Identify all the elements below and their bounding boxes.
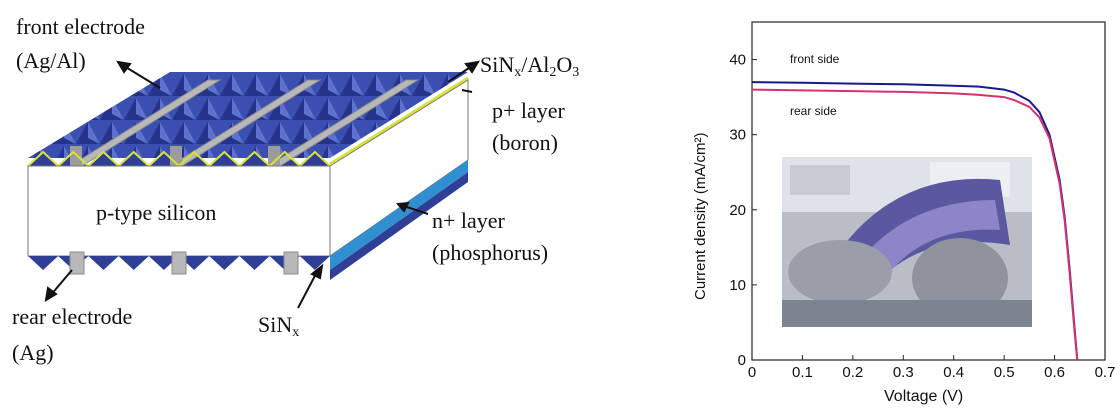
sinx-al2o3-part: O xyxy=(556,52,573,77)
sinx-al2o3-part: 3 xyxy=(572,65,580,80)
series-line-rear-side xyxy=(751,88,1079,361)
x-tick-label: 0.1 xyxy=(792,364,813,381)
front-electrode-label: front electrode (Ag/Al) xyxy=(16,14,145,74)
arrow-head xyxy=(310,263,324,280)
x-tick-label: 0.5 xyxy=(994,364,1015,381)
rear-electrode-label: rear electrode (Ag) xyxy=(12,304,132,366)
arrow-head xyxy=(395,201,410,213)
sinx-al2o3-label: SiNx/Al2O3 xyxy=(480,52,579,86)
front-electrode-line1: front electrode xyxy=(16,14,145,39)
arrow-p-layer xyxy=(461,89,473,93)
legend-front-side: front side xyxy=(790,52,840,66)
x-axis-label: Voltage (V) xyxy=(884,388,964,405)
plot-frame xyxy=(751,21,1106,361)
front-edge-pyramids xyxy=(28,152,330,166)
arrow-front-electrode xyxy=(123,65,161,89)
sinx-al2o3-part: 2 xyxy=(549,65,557,80)
y-axis-label: Current density (mA/cm²) xyxy=(692,132,709,300)
rear-electrode-block xyxy=(69,251,85,275)
y-tick-label: 40 xyxy=(729,52,746,69)
front-electrode-face xyxy=(268,146,280,166)
front-pyramid-row xyxy=(28,152,330,166)
silicon-body xyxy=(27,165,331,257)
x-tick-label: 0.3 xyxy=(893,364,914,381)
y-tick-label: 10 xyxy=(729,277,746,294)
n-layer-bottom xyxy=(330,172,468,280)
rear-electrode-line2: (Ag) xyxy=(12,340,54,365)
x-tick-label: 0.2 xyxy=(842,364,863,381)
rear-electrode-line1: rear electrode xyxy=(12,304,133,329)
n-layer-side xyxy=(330,160,468,270)
sinx-part: SiN xyxy=(258,312,293,337)
n-layer-label: n+ layer (phosphorus) xyxy=(432,208,548,266)
rear-surface-pyramids xyxy=(28,256,330,270)
p-layer-line1: p+ layer xyxy=(492,98,565,123)
arrow-head xyxy=(116,60,132,74)
y-tick-label: 20 xyxy=(729,202,746,219)
y-tick-label: 0 xyxy=(738,352,746,369)
sinx-part: x xyxy=(292,325,300,340)
rear-pyramid-row xyxy=(28,256,330,270)
front-electrode-line2: (Ag/Al) xyxy=(16,48,86,73)
arrow-sinx-al2o3 xyxy=(447,65,473,83)
rear-electrodes xyxy=(69,251,299,275)
y-tick-label: 30 xyxy=(729,127,746,144)
textured-top-surface xyxy=(28,72,468,158)
sinx-label: SiNx xyxy=(258,312,299,346)
x-tick-label: 0.7 xyxy=(1095,364,1116,381)
sinx-al2o3-part: /Al xyxy=(521,52,550,77)
silicon-label: p-type silicon xyxy=(96,200,217,225)
n-layer-line2: (phosphorus) xyxy=(432,240,549,265)
inset-photo xyxy=(782,157,1032,327)
x-tick-label: 0.6 xyxy=(1044,364,1065,381)
rear-electrode-block xyxy=(171,251,187,275)
sinx-al2o3-part: x xyxy=(514,65,522,80)
x-tick-label: 0.4 xyxy=(943,364,964,381)
arrow-head xyxy=(44,286,58,302)
arrow-head xyxy=(464,60,480,74)
x-tick-label: 0 xyxy=(748,364,756,381)
legend-rear-side: rear side xyxy=(790,104,837,118)
p-layer-label: p+ layer (boron) xyxy=(492,98,565,156)
p-layer-side xyxy=(329,76,469,166)
sinx-al2o3-part: SiN xyxy=(480,52,515,77)
n-layer-line1: n+ layer xyxy=(432,208,505,233)
front-electrodes xyxy=(68,79,420,167)
p-layer-line2: (boron) xyxy=(492,130,558,155)
rear-electrode-block xyxy=(283,251,299,275)
